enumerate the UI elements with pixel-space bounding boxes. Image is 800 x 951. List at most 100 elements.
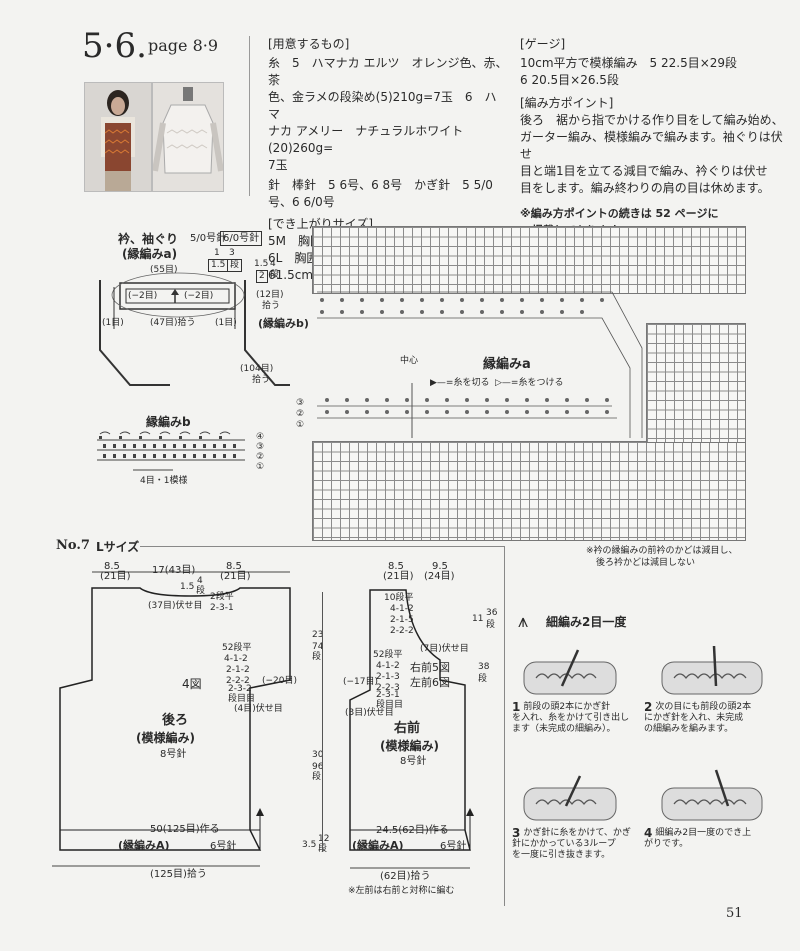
garment-photo-illustration bbox=[153, 87, 223, 174]
points-line: ガーター編み、模様編みで編みます。袖ぐりは伏せ bbox=[520, 130, 783, 161]
front-dec-line: 52段平 bbox=[373, 650, 403, 660]
back-h74: 74 bbox=[312, 642, 324, 652]
edging-b-row-3: ③ bbox=[256, 442, 265, 452]
back-neck-rows-1: 2段平 bbox=[210, 592, 234, 602]
gauge-line: 10cm平方で模様編み 5 22.5目×29段 bbox=[520, 56, 738, 70]
gauge-heading: [ゲージ] bbox=[520, 37, 566, 51]
edging-b-title: 縁編みb bbox=[146, 415, 191, 429]
edging-b-row-1: ① bbox=[256, 462, 265, 472]
back-piece-drawing bbox=[52, 571, 291, 867]
back-pick: (125目)拾う bbox=[150, 869, 207, 880]
back-width-left: 8.5 bbox=[104, 561, 120, 572]
front-width-right-st: (24目) bbox=[424, 571, 455, 582]
front-needle: 8号針 bbox=[400, 756, 427, 767]
back-dec-line: 2-3-2 bbox=[228, 684, 252, 694]
step-line: を入れ、糸をかけて引き出し bbox=[512, 713, 630, 723]
header-divider bbox=[249, 36, 250, 196]
step-line: を一度に引き抜きます。 bbox=[512, 850, 611, 860]
pattern-number: 5·6. bbox=[82, 26, 147, 66]
needle-line: 号、6 6/0号 bbox=[268, 195, 335, 209]
edging-b-chart bbox=[97, 431, 245, 471]
back-neck-rows-2: 2-3-1 bbox=[210, 603, 234, 613]
front-make: 24.5(62目)作る bbox=[376, 825, 449, 836]
dim-1: 1 bbox=[214, 248, 220, 258]
dim-dan2: 段 bbox=[270, 270, 280, 280]
dim-12: (12目) bbox=[256, 290, 284, 300]
dim-dan: 段 bbox=[227, 259, 243, 272]
step-line: 前段の頭2本にかぎ針 bbox=[523, 702, 611, 712]
yarn-line: 7玉 bbox=[268, 158, 288, 172]
back-bo4: (4目)伏せ目 bbox=[234, 704, 283, 714]
back-needle: 8号針 bbox=[160, 749, 187, 760]
points-line: 目をします。編み終わりの肩の目は休めます。 bbox=[520, 181, 770, 195]
dim-104: (104目) bbox=[240, 364, 274, 374]
yarn-line: 色、金ラメの段染め(5)210g=7玉 6 ハマ bbox=[268, 90, 497, 121]
crochet-edge-chart bbox=[317, 291, 643, 438]
front-h38: 38 bbox=[478, 662, 490, 672]
back-width-mid: 17(43目) bbox=[152, 565, 196, 576]
front-note: ※左前は右前と対称に編む bbox=[348, 886, 455, 896]
back-make: 50(125目)作る bbox=[150, 824, 220, 835]
back-h35: 3.5 bbox=[302, 840, 317, 850]
front-pick: (62目)拾う bbox=[380, 871, 431, 882]
front-fig6: 左前6図 bbox=[410, 676, 450, 689]
dim-15: 1.5 bbox=[208, 259, 229, 272]
sc2tog-illustrations bbox=[523, 645, 763, 821]
legend-cut-text: =糸を切る bbox=[445, 378, 490, 388]
step-number: 1 bbox=[512, 700, 521, 714]
back-height-line bbox=[322, 592, 323, 852]
front-bo3: (3目)伏せ目 bbox=[345, 708, 394, 718]
needle-size-5: 5/0号針 bbox=[190, 233, 227, 244]
back-h12: 12 bbox=[318, 834, 330, 844]
no7-right-rule bbox=[504, 546, 505, 906]
front-h36: 36 bbox=[486, 608, 498, 618]
back-h-dan1: 段 bbox=[312, 652, 322, 662]
front-name: 右前 bbox=[394, 721, 421, 736]
no7-title: No.7 bbox=[56, 538, 90, 553]
front-width-right: 9.5 bbox=[432, 561, 448, 572]
edge-b-label: (縁編みb) bbox=[258, 317, 309, 330]
sc2tog-step: 1 前段の頭2本にかぎ針 を入れ、糸をかけて引き出し ます（未完成の細編み）。 bbox=[512, 700, 638, 735]
back-width-left-st: (21目) bbox=[100, 571, 131, 582]
dim-minus2-right: (−2目) bbox=[184, 291, 214, 301]
back-h30: 30 bbox=[312, 750, 324, 760]
back-dec-line: 2-2-2 bbox=[226, 676, 250, 686]
front-h-dan: 段 bbox=[486, 620, 496, 630]
cut-arrow-icon: ▶— bbox=[430, 378, 446, 388]
sc2tog-step: 4 細編み2目一度のでき上 がりです。 bbox=[644, 826, 784, 850]
dim-15b: 1.5 bbox=[254, 259, 269, 269]
model-photo-illustration bbox=[101, 90, 135, 191]
edging-subtitle: (縁編みa) bbox=[122, 247, 178, 261]
back-h-dan2: 段 bbox=[312, 772, 322, 782]
back-neck-4: 4 bbox=[197, 576, 203, 586]
edging-title: 衿、袖ぐり bbox=[118, 232, 179, 246]
needle-size-6: 6/0号針 bbox=[220, 231, 263, 246]
back-h96: 96 bbox=[312, 762, 324, 772]
back-dec-line: 段目目 bbox=[228, 694, 256, 704]
back-minus20: (−20目) bbox=[262, 676, 298, 686]
front-bo7: (7目)伏せ目 bbox=[420, 644, 469, 654]
step-line: の細編みを編みます。 bbox=[644, 724, 734, 734]
dim-1-left: (1目) bbox=[102, 318, 124, 328]
step-number: 4 bbox=[644, 826, 653, 840]
front-h11: 11 bbox=[472, 614, 484, 624]
back-pattern: (模様編み) bbox=[136, 731, 195, 745]
back-width-right-st: (21目) bbox=[220, 571, 251, 582]
back-edge: (縁編みA) bbox=[118, 839, 170, 852]
dim-47: (47目)拾う bbox=[150, 318, 196, 328]
step-line: 針にかかっている3ループ bbox=[512, 839, 616, 849]
front-h-dan2: 段 bbox=[478, 674, 488, 684]
points-heading: [編み方ポイント] bbox=[520, 96, 614, 110]
dim-104-pick: 拾う bbox=[252, 375, 271, 385]
front-fig5: 右前5図 bbox=[410, 661, 450, 674]
front-width-left: 8.5 bbox=[388, 561, 404, 572]
front-piece-drawing bbox=[349, 589, 474, 869]
back-fig: 4図 bbox=[182, 677, 202, 691]
sc2tog-title: 細編み2目一度 bbox=[546, 615, 627, 629]
step-line: がりです。 bbox=[644, 839, 689, 849]
sc2tog-step: 3 かぎ針に糸をかけて、かぎ 針にかかっている3ループ を一度に引き抜きます。 bbox=[512, 827, 638, 861]
step-line: 細編み2目一度のでき上 bbox=[655, 828, 752, 838]
dim-2: 2 bbox=[256, 270, 268, 283]
yarn-line: 糸 5 ハマナカ エルツ オレンジ色、赤、茶 bbox=[268, 56, 508, 87]
front-pattern: (模様編み) bbox=[380, 739, 439, 753]
